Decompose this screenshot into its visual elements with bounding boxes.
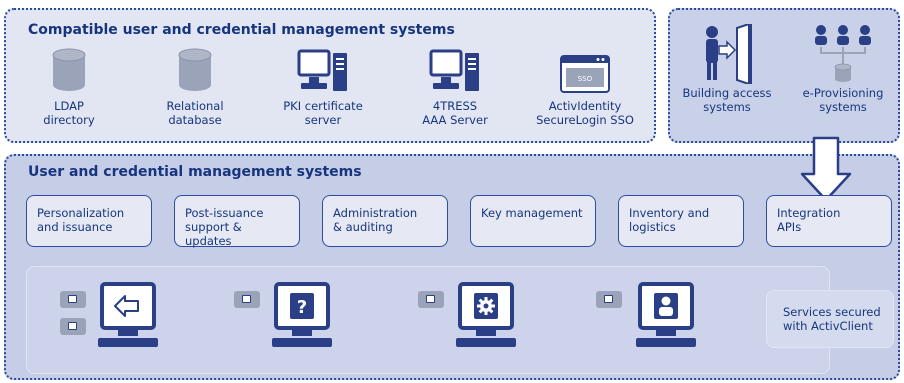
module-integration-apis: Integration APIs bbox=[766, 195, 892, 247]
system-label: PKI certificate server bbox=[283, 99, 363, 127]
system-label: ActivIdentity SecureLogin SSO bbox=[536, 99, 634, 127]
system-label: LDAP directory bbox=[43, 99, 95, 127]
database-icon bbox=[14, 45, 124, 93]
activclient-area bbox=[26, 266, 830, 374]
building-access-system: Building access systems bbox=[672, 22, 782, 114]
question-icon: ? bbox=[297, 297, 307, 318]
system-4tress: 4TRESS AAA Server bbox=[400, 45, 510, 127]
side-label: e-Provisioning systems bbox=[802, 86, 884, 114]
main-panel-title: User and credential management systems bbox=[28, 164, 362, 180]
smart-card-icon bbox=[596, 291, 622, 308]
sso-icon-text: SSO bbox=[578, 75, 593, 83]
person-door-icon bbox=[672, 22, 782, 86]
module-personalization: Personalization and issuance bbox=[26, 195, 152, 247]
system-relational-db: Relational database bbox=[140, 45, 250, 127]
e-provisioning-system: e-Provisioning systems bbox=[788, 24, 898, 114]
server-computer-icon bbox=[400, 45, 510, 93]
smart-card-icon bbox=[60, 291, 86, 308]
system-ldap: LDAP directory bbox=[14, 45, 124, 127]
workstation-user bbox=[636, 282, 696, 347]
side-label: Building access systems bbox=[682, 86, 772, 114]
compatible-systems-title: Compatible user and credential managemen… bbox=[28, 22, 455, 38]
smart-card-icon bbox=[234, 291, 260, 308]
smart-card-icon bbox=[418, 291, 444, 308]
module-administration: Administration & auditing bbox=[322, 195, 448, 247]
server-computer-icon bbox=[268, 45, 378, 93]
system-label: Relational database bbox=[166, 99, 224, 127]
system-label: 4TRESS AAA Server bbox=[422, 99, 488, 127]
module-key-management: Key management bbox=[470, 195, 596, 247]
system-securelogin-sso: SSO ActivIdentity SecureLogin SSO bbox=[530, 45, 640, 127]
user-icon bbox=[659, 296, 673, 316]
database-icon bbox=[140, 45, 250, 93]
services-secured-box: Services secured with ActivClient bbox=[766, 290, 894, 348]
module-inventory: Inventory and logistics bbox=[618, 195, 744, 247]
smart-card-icon bbox=[60, 318, 86, 335]
workstation-help: ? bbox=[272, 282, 332, 347]
users-network-icon bbox=[788, 24, 898, 86]
workstation-arrow bbox=[98, 282, 158, 347]
down-arrow-icon bbox=[800, 136, 852, 202]
module-post-issuance: Post-issuance support & updates bbox=[174, 195, 300, 248]
system-pki-server: PKI certificate server bbox=[268, 45, 378, 127]
gear-icon bbox=[477, 297, 495, 315]
arrow-left-icon bbox=[114, 295, 139, 317]
sso-window-icon: SSO bbox=[530, 45, 640, 93]
workstation-settings bbox=[456, 282, 516, 347]
compatible-systems-panel bbox=[4, 8, 656, 143]
